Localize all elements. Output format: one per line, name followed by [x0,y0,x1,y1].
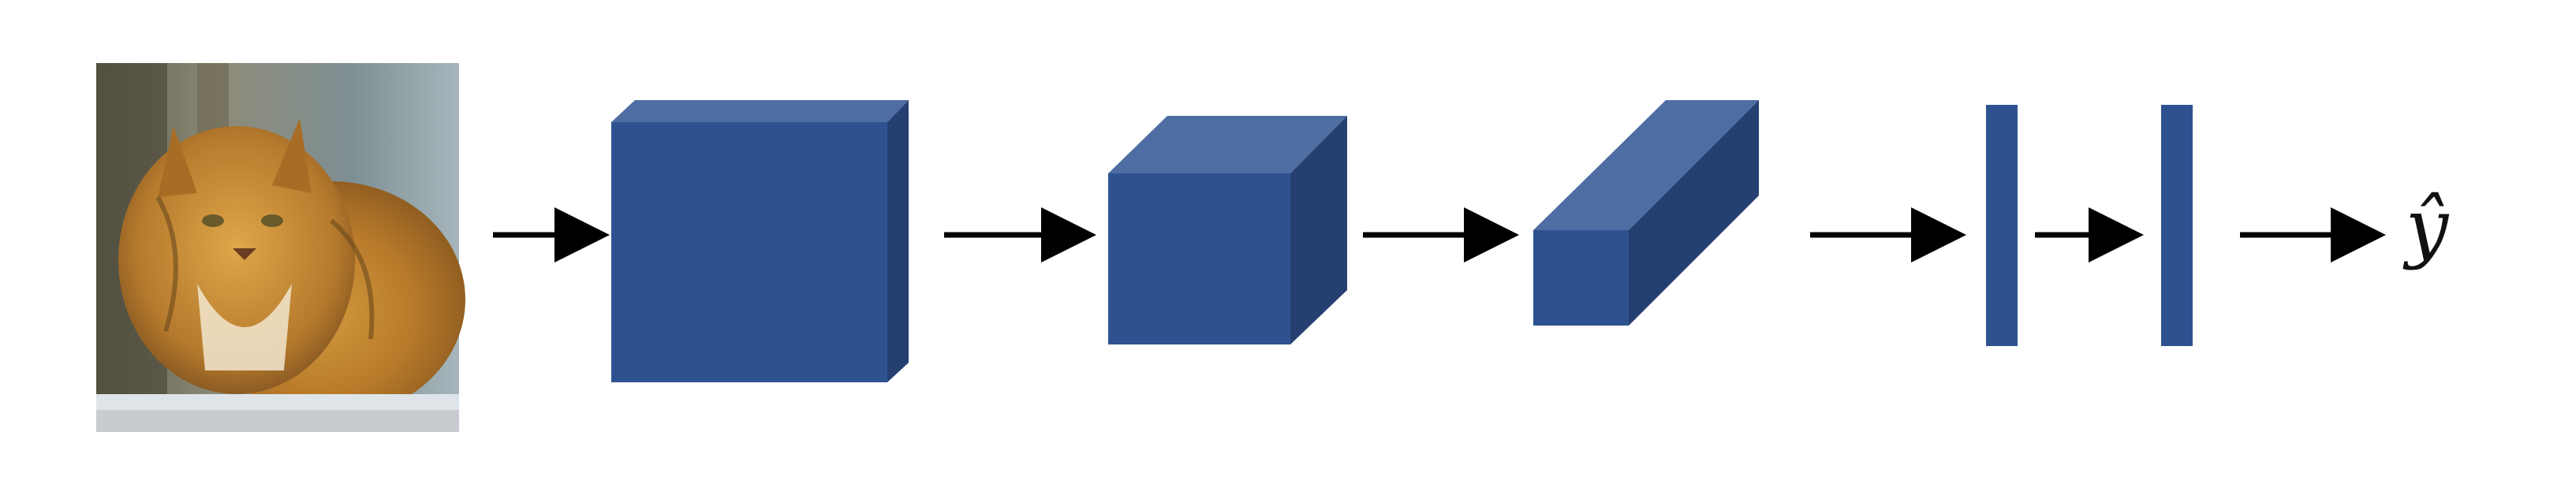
conv-volume-3-side [1629,100,1759,326]
input-image [96,63,465,432]
conv-volume-2-front [1108,173,1290,344]
conv-volume-1-front [611,122,887,382]
fully-connected-layer-1 [1986,105,2018,346]
conv-volume-3 [1533,100,1759,326]
conv-volume-1-side [887,100,909,382]
conv-volume-2-side [1290,116,1347,344]
conv-volume-2-top [1108,116,1347,173]
fully-connected-layer-2 [2161,105,2193,346]
conv-volume-3-top [1533,100,1759,230]
conv-volume-1-top [611,100,909,122]
conv-volume-2 [1108,116,1347,344]
conv-volume-3-front [1533,230,1629,326]
conv-volume-1 [611,100,909,382]
output-prediction-label: ŷ [2406,183,2449,271]
